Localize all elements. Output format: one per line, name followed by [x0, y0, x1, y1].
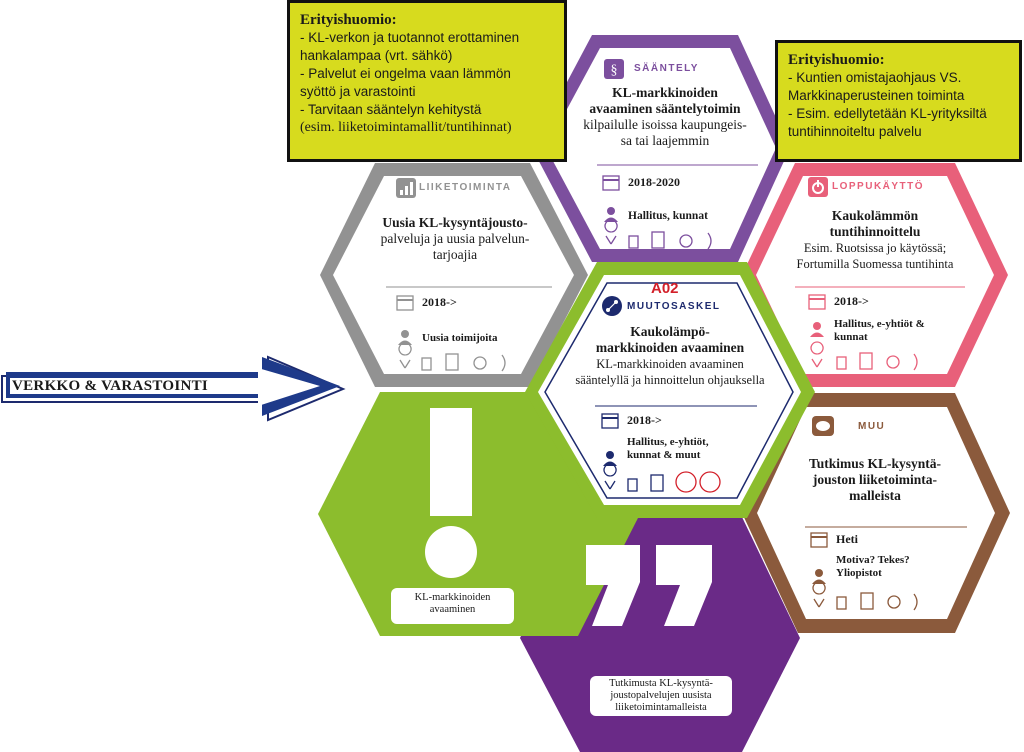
liiketoiminta-category: LIIKETOIMINTA [419, 182, 512, 193]
note-left-line-5: - Tarvitaan sääntelyn kehitystä [300, 102, 482, 117]
loppukaytto-actors-line-1: Hallitus, e-yhtiöt & [834, 318, 925, 330]
note-right: Erityishuomio: - Kuntien omistajaohjaus … [775, 40, 1022, 162]
liiketoiminta-title-line-1: Uusia KL-kysyntäjousto- [382, 215, 528, 230]
muutosaskel-title-line-4: sääntelyllä ja hinnoittelun ohjauksella [575, 373, 765, 387]
saantely-title-line-4: sa tai laajemmin [620, 133, 710, 148]
exclamation-icon [430, 408, 472, 516]
quote-caption-line-1: Tutkimusta KL-kysyntä- [609, 678, 713, 689]
liiketoiminta-title-line-2: palveluja ja uusia palvelun- [380, 231, 530, 246]
muutosaskel-code: A02 [651, 280, 679, 297]
muu-category: MUU [858, 421, 886, 432]
note-left-line-3: - Palvelut ei ongelma vaan lämmön [300, 66, 511, 81]
saantely-title: KL-markkinoiden avaaminen sääntelytoimin… [560, 85, 770, 149]
svg-text:§: § [611, 63, 618, 78]
section-sign-icon: § [604, 59, 624, 79]
exclamation-caption: KL-markkinoiden avaaminen [391, 588, 514, 624]
saantely-category: SÄÄNTELY [634, 63, 699, 74]
liiketoiminta-years: 2018-> [422, 295, 457, 309]
note-left-title: Erityishuomio: [300, 12, 397, 28]
note-right-line-1: - Kuntien omistajaohjaus VS. [788, 70, 962, 85]
muutosaskel-title: Kaukolämpö- markkinoiden avaaminen KL-ma… [560, 324, 780, 388]
location-icons-loppukaytto [810, 341, 918, 371]
saantely-title-line-2: avaaminen sääntelytoimin [589, 101, 741, 116]
note-right-line-2: Markkinaperusteinen toiminta [788, 88, 965, 103]
muu-title-line-3: malleista [849, 488, 901, 503]
muu-title-line-2: jouston liiketoiminta- [812, 472, 938, 487]
exclamation-caption-line-1: KL-markkinoiden [414, 592, 491, 603]
power-plug-icon [808, 177, 828, 197]
loppukaytto-title: Kaukolämmön tuntihinnoittelu Esim. Ruots… [770, 208, 980, 272]
saantely-title-line-3: kilpailulle isoissa kaupungeis- [583, 117, 747, 132]
muu-actors-line-2: Yliopistot [836, 567, 882, 579]
saantely-years: 2018-2020 [628, 175, 680, 189]
location-icons-muu [812, 581, 918, 611]
arrow-label: VERKKO & VARASTOINTI [12, 378, 209, 394]
quote-marks-icon [586, 545, 712, 626]
muutosaskel-actors: Hallitus, e-yhtiöt, kunnat & muut [627, 436, 709, 462]
quote-caption-line-3: liiketoimintamalleista [615, 702, 707, 713]
muu-actors-line-1: Motiva? Tekes? [836, 554, 910, 566]
location-icons-liiketoiminta [398, 342, 506, 372]
muutosaskel-actors-line-2: kunnat & muut [627, 449, 701, 461]
muutosaskel-category: MUUTOSASKEL [627, 301, 721, 312]
note-left: Erityishuomio: - KL-verkon ja tuotannot … [287, 0, 567, 162]
muutosaskel-actors-line-1: Hallitus, e-yhtiöt, [627, 436, 709, 448]
muu-actors: Motiva? Tekes? Yliopistot [836, 554, 910, 580]
note-left-line-2: hankalampaa (vrt. sähkö) [300, 48, 453, 63]
quote-caption: Tutkimusta KL-kysyntä- joustopalvelujen … [590, 676, 732, 716]
quote-caption-line-2: joustopalvelujen uusista [610, 690, 712, 701]
speech-bubble-icon [812, 416, 834, 436]
liiketoiminta-title-line-3: tarjoajia [432, 247, 478, 262]
muutosaskel-years: 2018-> [627, 413, 662, 427]
loppukaytto-title-line-4: Fortumilla Suomessa tuntihinta [796, 257, 954, 271]
note-left-line-6: (esim. liiketoimintamallit/tuntihinnat) [300, 120, 512, 135]
loppukaytto-title-line-3: Esim. Ruotsissa jo käytössä; [803, 241, 947, 255]
muutosaskel-title-line-3: KL-markkinoiden avaaminen [596, 357, 744, 371]
loppukaytto-title-line-2: tuntihinnoittelu [829, 224, 921, 239]
arrow-right-icon [1, 355, 346, 422]
network-icon [602, 296, 622, 316]
loppukaytto-years: 2018-> [834, 294, 869, 308]
note-right-title: Erityishuomio: [788, 52, 885, 68]
location-icons-muutosaskel [603, 463, 721, 493]
muu-title-line-1: Tutkimus KL-kysyntä- [809, 456, 941, 471]
muu-years: Heti [836, 532, 858, 546]
liiketoiminta-actors: Uusia toimijoita [422, 332, 498, 344]
saantely-actors: Hallitus, kunnat [628, 210, 708, 222]
liiketoiminta-title: Uusia KL-kysyntäjousto- palveluja ja uus… [360, 215, 550, 263]
muu-title: Tutkimus KL-kysyntä- jouston liiketoimin… [780, 456, 970, 504]
saantely-title-line-1: KL-markkinoiden [612, 85, 718, 100]
loppukaytto-actors: Hallitus, e-yhtiöt & kunnat [834, 318, 925, 344]
muutosaskel-title-line-2: markkinoiden avaaminen [595, 340, 745, 355]
location-icons-saantely [604, 219, 712, 250]
note-left-line-4: syöttö ja varastointi [300, 84, 416, 99]
muutosaskel-title-line-1: Kaukolämpö- [630, 324, 710, 339]
exclamation-caption-line-2: avaaminen [429, 604, 476, 615]
bar-chart-icon [396, 178, 416, 198]
note-right-line-4: tuntihinnoiteltu palvelu [788, 124, 922, 139]
loppukaytto-category: LOPPUKÄYTTÖ [832, 181, 925, 192]
loppukaytto-title-line-1: Kaukolämmön [831, 208, 919, 223]
note-right-line-3: - Esim. edellytetään KL-yrityksiltä [788, 106, 987, 121]
calendar-icons [396, 175, 828, 548]
loppukaytto-actors-line-2: kunnat [834, 331, 868, 343]
hex-exclamation [318, 392, 640, 636]
person-icons [398, 207, 826, 584]
note-left-line-1: - KL-verkon ja tuotannot erottaminen [300, 30, 520, 45]
